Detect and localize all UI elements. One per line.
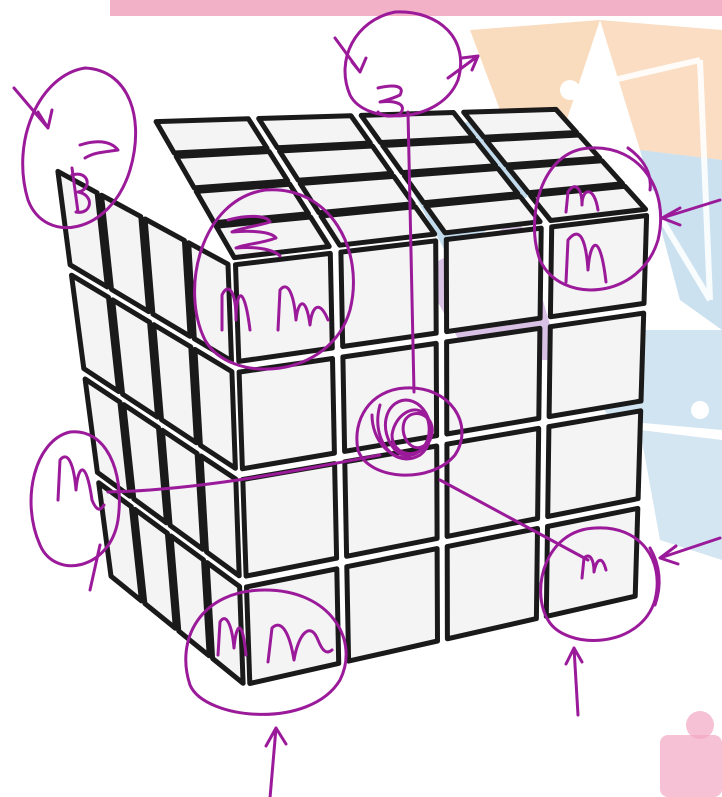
rubiks-cube <box>58 109 647 683</box>
cube-sticker <box>145 219 190 336</box>
bg-node-3 <box>691 401 709 419</box>
cube-sticker <box>176 152 288 188</box>
cube-sticker <box>259 116 371 148</box>
cube-sticker <box>446 228 541 332</box>
cube-sticker <box>550 216 646 317</box>
cube-sticker <box>195 349 236 468</box>
cube-sticker <box>426 197 540 233</box>
tail-left-edge <box>90 545 100 590</box>
arrow-bottom-front <box>266 728 286 797</box>
cube-sticker <box>154 325 197 443</box>
cube-sticker <box>239 359 334 469</box>
cube-sticker <box>464 109 577 137</box>
left-face <box>58 171 243 683</box>
cube-sticker <box>243 464 337 576</box>
bg-dot-pink <box>686 711 714 739</box>
cube-sticker <box>247 569 339 684</box>
cube-sticker <box>549 313 644 417</box>
bg-shape-pink <box>660 735 722 797</box>
glyph-3 <box>378 86 402 116</box>
cube-sticker <box>280 146 392 180</box>
cube-sticker <box>102 195 149 311</box>
cube-sticker <box>72 275 119 391</box>
bg-node-1 <box>560 80 580 100</box>
cube-sticker <box>548 411 641 517</box>
cube-sticker <box>345 446 437 556</box>
cube-sticker <box>207 563 243 684</box>
cube-sticker <box>156 119 267 153</box>
cube-sticker <box>201 456 239 576</box>
squiggle-top-left <box>80 142 118 158</box>
arrow-top-back-right <box>448 56 478 78</box>
cube-sticker <box>447 529 537 639</box>
cube-sticker <box>341 241 436 347</box>
cube-sticker <box>347 549 438 662</box>
cube-sticker <box>361 113 473 143</box>
arrow-bottom-right-up <box>566 648 582 715</box>
